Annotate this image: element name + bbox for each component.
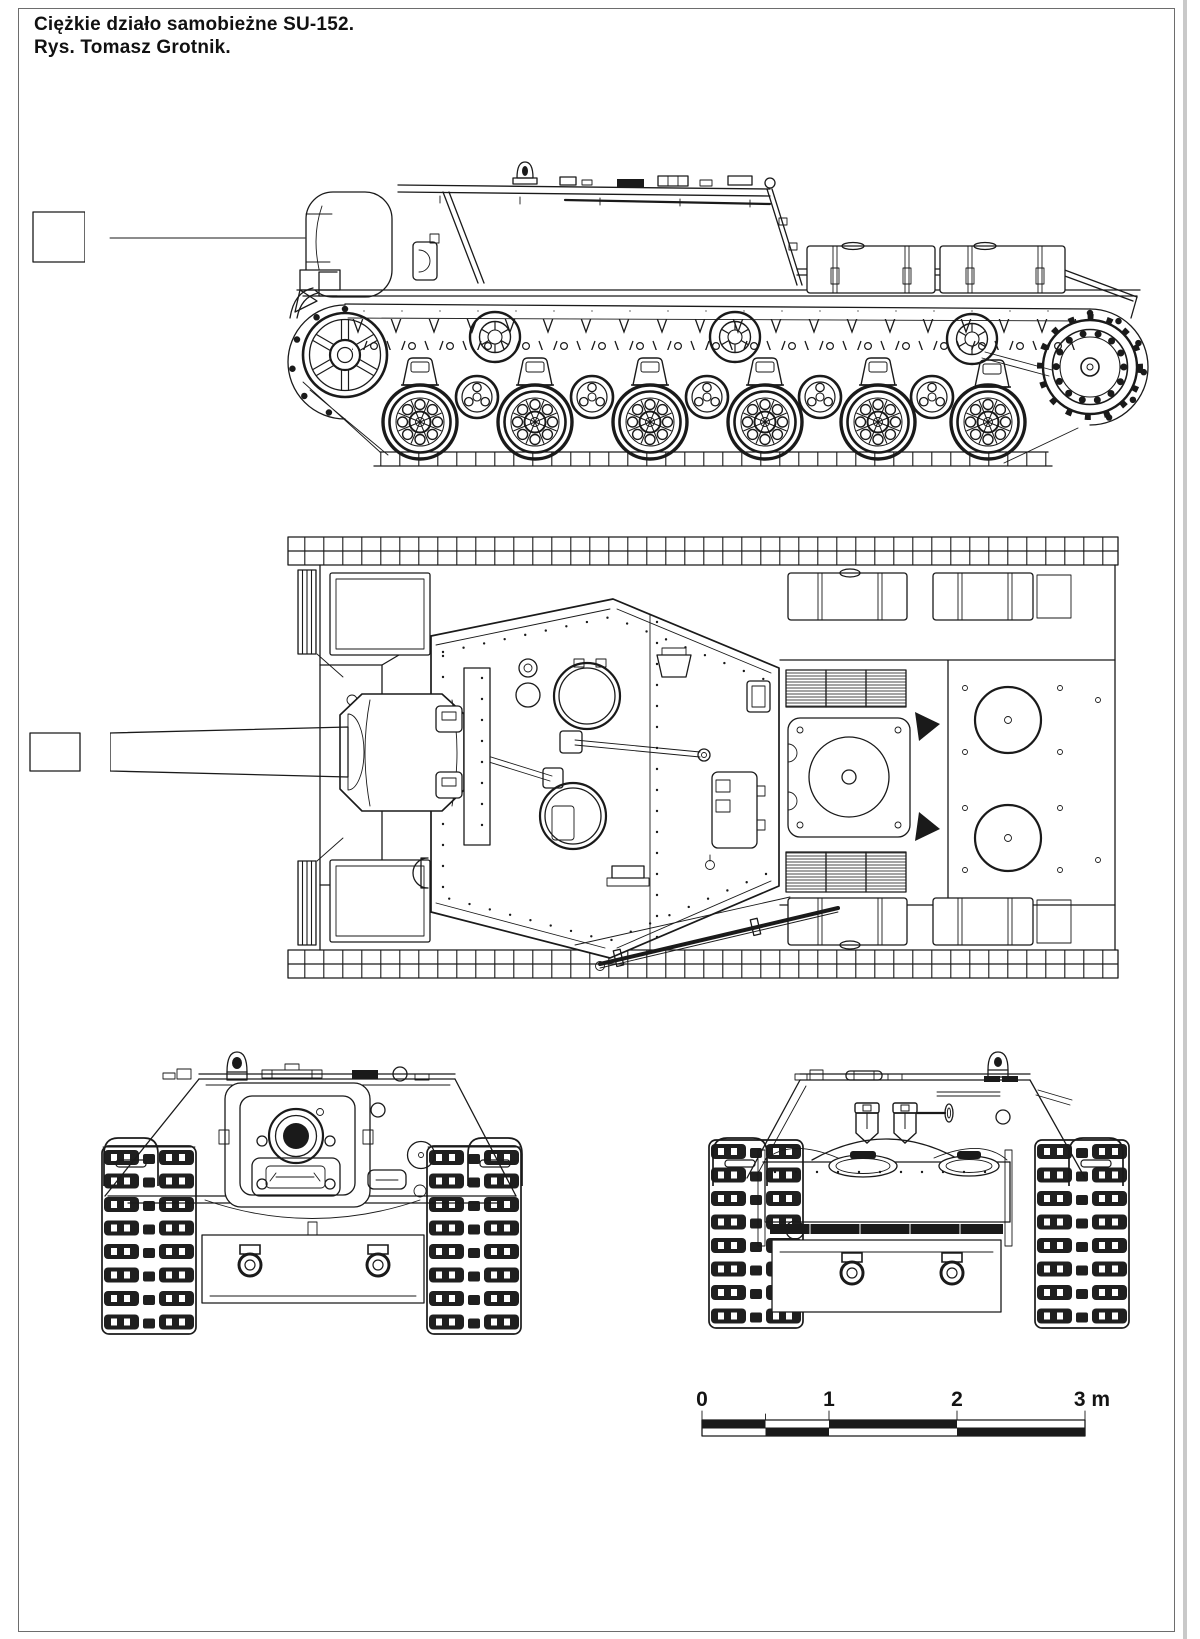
gun-muzzle-bore xyxy=(283,1123,309,1149)
guide-wheel xyxy=(797,374,843,420)
front-mantlet xyxy=(224,1082,371,1208)
rear-view-drawing xyxy=(709,1051,1129,1328)
rear-deck-and-plate xyxy=(757,1138,1013,1313)
scale-label-2: 2 xyxy=(951,1388,963,1411)
title-line-1: Ciężkie działo samobieżne SU-152. xyxy=(34,14,355,35)
plan-hull-outline xyxy=(297,564,1116,951)
side-view-drawing xyxy=(32,161,1149,467)
bump-stop xyxy=(400,357,440,386)
scale-label-1: 1 xyxy=(823,1388,835,1411)
front-left-track xyxy=(102,1146,196,1334)
drawing-title: Ciężkie działo samobieżne SU-152. Rys. T… xyxy=(34,13,354,59)
headlight xyxy=(226,1051,248,1073)
title-line-2: Rys. Tomasz Grotnik. xyxy=(34,37,231,58)
plan-front-stowage-boxes xyxy=(329,572,431,943)
rear-right-track xyxy=(1035,1140,1129,1328)
rear-louver xyxy=(770,1224,1003,1234)
scale-label-0: 0 xyxy=(696,1388,708,1411)
plan-track-bands xyxy=(287,536,1119,979)
periscope-cover xyxy=(854,1102,880,1144)
fuel-tanks-side xyxy=(806,241,1066,294)
guide-wheel xyxy=(684,374,730,420)
scale-label-3: 3 m xyxy=(1074,1388,1110,1411)
casemate-side xyxy=(289,161,1141,319)
guide-wheel xyxy=(909,374,955,420)
road-wheel xyxy=(839,383,917,461)
scan-edge-shadow xyxy=(1183,0,1187,1639)
road-wheel xyxy=(381,383,459,461)
front-hull xyxy=(102,1073,521,1304)
idler-wheel xyxy=(301,311,389,399)
top-view-drawing xyxy=(29,536,1119,979)
guide-wheel xyxy=(454,374,500,420)
scale-bar: 0 1 2 3 m xyxy=(696,1388,1110,1437)
plan-engine-deck xyxy=(779,659,1116,906)
front-right-track xyxy=(427,1146,521,1334)
rear-light xyxy=(987,1051,1009,1071)
guide-wheel xyxy=(569,374,615,420)
plan-fuel-tanks xyxy=(787,568,1072,950)
road-wheel xyxy=(611,383,689,461)
plan-cleaning-rods xyxy=(574,896,840,971)
periscope-cover xyxy=(892,1102,918,1144)
bump-stop xyxy=(630,357,670,386)
gun-mantlet-side xyxy=(294,191,393,313)
plan-casemate-roof xyxy=(412,598,780,959)
road-wheel xyxy=(949,383,1027,461)
bump-stop xyxy=(858,357,898,386)
drive-sprocket xyxy=(1040,317,1140,417)
road-wheel xyxy=(726,383,804,461)
rear-axle-rod xyxy=(915,1103,954,1123)
bump-stop xyxy=(515,357,555,386)
track-tensioner-arm xyxy=(981,351,1053,377)
front-view-drawing xyxy=(102,1051,523,1334)
plan-gun-and-mantlet xyxy=(29,667,491,846)
front-fittings xyxy=(162,1051,436,1198)
road-wheel xyxy=(496,383,574,461)
gun-barrel-side xyxy=(32,206,306,270)
bump-stop xyxy=(745,357,785,386)
page-border xyxy=(18,8,1175,1632)
rear-casemate xyxy=(746,1051,1086,1179)
